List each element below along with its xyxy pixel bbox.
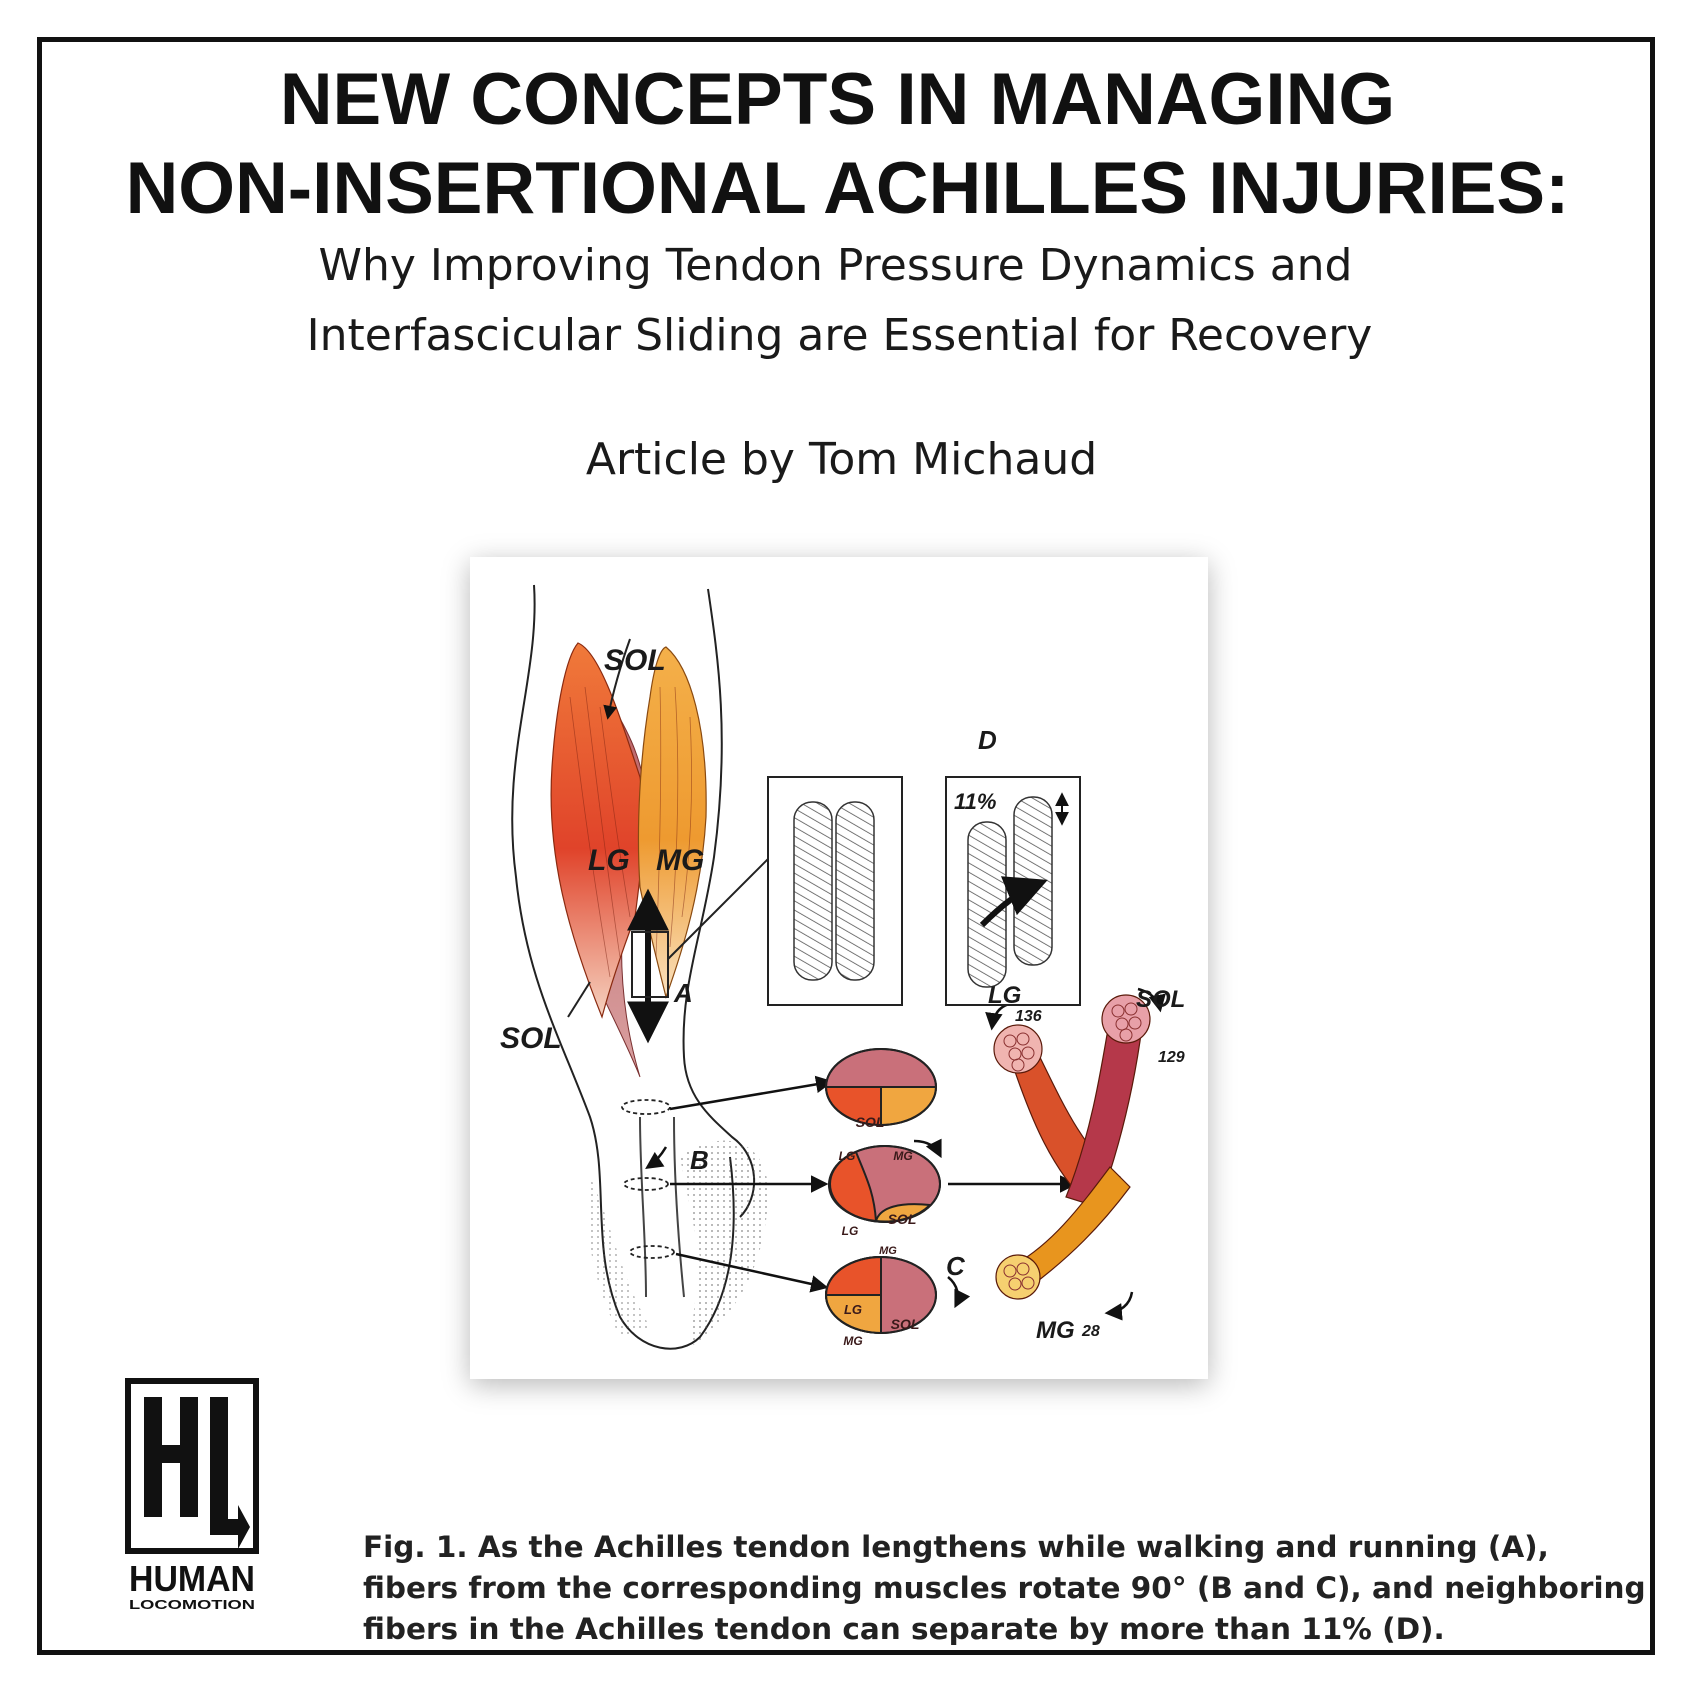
resting-fiber-cylinders: [793, 801, 875, 981]
section-1-right: MG: [893, 1149, 912, 1163]
subtitle-line-2: Interfascicular Sliding are Essential fo…: [306, 310, 1373, 361]
byline: Article by Tom Michaud: [585, 434, 1098, 485]
hl-logo-mark: HUMAN LOCOMOTION: [125, 1378, 259, 1612]
sol-pointer: [567, 981, 591, 1018]
fascicle-mg-degrees: 28: [1081, 1323, 1100, 1340]
rotation-arrow-3: [947, 1276, 971, 1309]
figure-card: SOL LG MG SOL A B C D 11% SOL LG MG SOL …: [470, 557, 1208, 1379]
caption-line-1: Fig. 1. As the Achilles tendon lengthens…: [363, 1530, 1549, 1564]
logo-word-human: HUMAN: [129, 1558, 255, 1599]
muscle-fiber-lines: [569, 686, 692, 978]
caption-line-2: fibers from the corresponding muscles ro…: [363, 1571, 1646, 1605]
title-line-1: NEW CONCEPTS IN MANAGING: [279, 59, 1396, 140]
cross-section-3: [824, 1255, 937, 1335]
label-lg: LG: [588, 844, 630, 877]
tendon-section-1: [621, 1099, 671, 1115]
label-mg: MG: [656, 844, 704, 877]
human-locomotion-logo: HUMAN LOCOMOTION: [122, 1377, 262, 1623]
heel-stippling: [680, 1140, 769, 1347]
tendon-section-3: [629, 1245, 675, 1259]
sol-top-pointer: [603, 638, 631, 720]
label-percent: 11%: [954, 789, 996, 814]
fascicle-sol-degrees: 129: [1158, 1049, 1185, 1066]
subtitle-line-1: Why Improving Tendon Pressure Dynamics a…: [318, 240, 1353, 291]
section-2-left: LG: [842, 1224, 859, 1238]
cross-section-1: [824, 1048, 938, 1127]
foot-stippling: [587, 1177, 650, 1337]
label-c: C: [946, 1251, 966, 1281]
section-1-top: SOL: [856, 1114, 885, 1130]
sol-rotation-arrow: [1137, 987, 1166, 1013]
section-2-top: SOL: [888, 1211, 917, 1227]
fascicle-lg-degrees: 136: [1015, 1008, 1042, 1025]
fascicle-mg-label: MG: [1036, 1317, 1075, 1344]
figure-caption: Fig. 1. As the Achilles tendon lengthens…: [363, 1527, 1663, 1650]
achilles-diagram: SOL LG MG SOL A B C D 11% SOL LG MG SOL …: [500, 584, 1185, 1350]
mg-rotation-arrow: [1104, 1291, 1134, 1321]
tendon-zoom-box: [631, 931, 669, 998]
tendon-section-2: [623, 1177, 669, 1191]
section-3-top: LG: [844, 1302, 862, 1317]
logo-word-locomotion: LOCOMOTION: [129, 1597, 255, 1612]
section-3-right: SOL: [891, 1316, 920, 1332]
label-a: A: [673, 978, 693, 1008]
section-2-right: MG: [879, 1245, 897, 1257]
separated-fiber-cylinders: [967, 796, 1053, 988]
fascicle-end-dots: [1003, 1002, 1142, 1291]
lateral-gastrocnemius-muscle: [550, 642, 644, 1019]
fiber-box-resting: [767, 776, 903, 1006]
section-3-left: MG: [843, 1334, 862, 1348]
fascicle-lg-label: LG: [988, 982, 1021, 1009]
page-border: [37, 37, 1655, 1655]
cross-section-2: [828, 1145, 941, 1223]
sliding-arrow: [979, 876, 1048, 928]
title-line-2: NON-INSERTIONAL ACHILLES INJURIES:: [125, 148, 1570, 229]
rotation-arrow-2: [913, 1138, 942, 1159]
section-1-left: LG: [839, 1149, 856, 1163]
label-sol-side: SOL: [500, 1022, 562, 1055]
arrow-to-section-3: [675, 1252, 829, 1293]
label-sol-top: SOL: [604, 644, 666, 677]
label-d: D: [978, 725, 997, 755]
fascicle-sol-label: SOL: [1136, 986, 1185, 1013]
label-b: B: [690, 1145, 709, 1175]
caption-line-3: fibers in the Achilles tendon can separa…: [363, 1612, 1445, 1646]
arrow-to-section-1: [669, 1075, 834, 1111]
rotation-b-arrow: [645, 1146, 668, 1169]
